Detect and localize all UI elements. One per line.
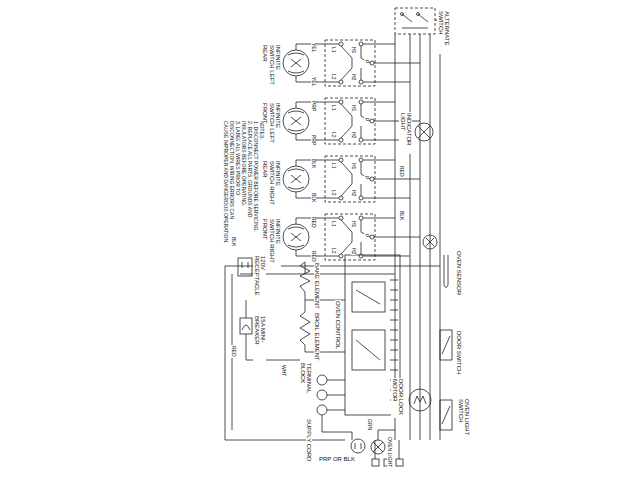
wire-color: PRP [311, 134, 316, 146]
terminal-label: P [364, 117, 369, 122]
wire-color: BLK [311, 192, 316, 203]
wire-color: GRN [367, 418, 372, 431]
terminal-label: L2 [331, 247, 336, 255]
note-text: 1. DISCONNECT POWER BEFORE SERVICING. [253, 120, 258, 233]
part-label: INFINITE SWITCH LEFT FRONT [262, 102, 281, 152]
terminal-label: P [364, 59, 369, 64]
terminal-label: H1 [351, 104, 356, 112]
wire-color: BLK [311, 158, 316, 169]
terminal-label: P [364, 175, 369, 180]
terminal-label: H2 [351, 73, 356, 81]
wire-color: YEL [311, 42, 316, 53]
part-label: ALTERNATE SWITCH [437, 10, 450, 54]
part-label: OVEN SENSOR [456, 250, 462, 296]
note-text: INSULATORS BEFORE OPERATING. [241, 120, 246, 207]
part-label: 15A MINI-BREAKER [253, 315, 266, 366]
terminal-label: H1 [351, 46, 356, 54]
wire-color: WHT [281, 364, 286, 377]
part-label: BAKE ELEMENT [314, 262, 320, 313]
wire-color: RED [311, 250, 316, 263]
terminal-label: L2 [331, 131, 336, 139]
part-label: 120V RECEPTACLE [253, 255, 266, 306]
note-text: 3. LABEL ALL WIRES PRIOR TO [235, 120, 240, 196]
part-label: OVEN CONTROL [335, 300, 341, 350]
part-label: SUPPLY CORD [306, 418, 312, 462]
part-label: DOOR SWITCH [456, 330, 462, 375]
terminal-label: L1 [331, 220, 336, 228]
wire-color: RED [311, 216, 316, 229]
note-text: 2. REPLACE ALL PARTS, GROUNDS AND [247, 120, 252, 218]
part-label: INFINITE SWITCH LEFT REAR [262, 44, 281, 94]
note-text: CAUSE IMPROPER AND DANGEROUS OPERATION. [223, 120, 228, 244]
wire-color: YEL [311, 76, 316, 87]
terminal-label: L1 [331, 162, 336, 170]
part-label: INFINITE SWITCH RIGHT REAR [262, 160, 281, 210]
terminal-label: L1 [331, 104, 336, 112]
terminal-label: H2 [351, 247, 356, 255]
terminal-label: P [364, 233, 369, 238]
terminal-label: L2 [331, 73, 336, 81]
part-label: BROIL ELEMENT [314, 312, 320, 363]
wire-color: PRP OR BLK [318, 456, 356, 462]
wire-color: BLK [399, 210, 404, 221]
terminal-label: H2 [351, 189, 356, 197]
terminal-label: L1 [331, 46, 336, 54]
terminal-label: L2 [331, 189, 336, 197]
part-label: DOOR LOCK MOTOR [391, 378, 404, 418]
wire-color: BLK [231, 236, 236, 247]
part-label: OVEN LIGHT [387, 436, 392, 468]
note-text: NOTES: [259, 120, 264, 141]
terminal-label: H2 [351, 131, 356, 139]
terminal-label: H1 [351, 220, 356, 228]
part-label: INDICATOR LIGHT [399, 112, 412, 154]
wire-color: RED [231, 345, 236, 358]
terminal-label: H1 [351, 162, 356, 170]
note-text: DISCONNECTION. WIRING ERRORS CAN [229, 120, 234, 220]
part-label: OVEN LIGHT SWITCH [457, 398, 470, 438]
wire-color: RED [399, 165, 404, 178]
part-label: TERMINAL BLOCK [299, 362, 312, 398]
wire-color: PRP [311, 100, 316, 112]
